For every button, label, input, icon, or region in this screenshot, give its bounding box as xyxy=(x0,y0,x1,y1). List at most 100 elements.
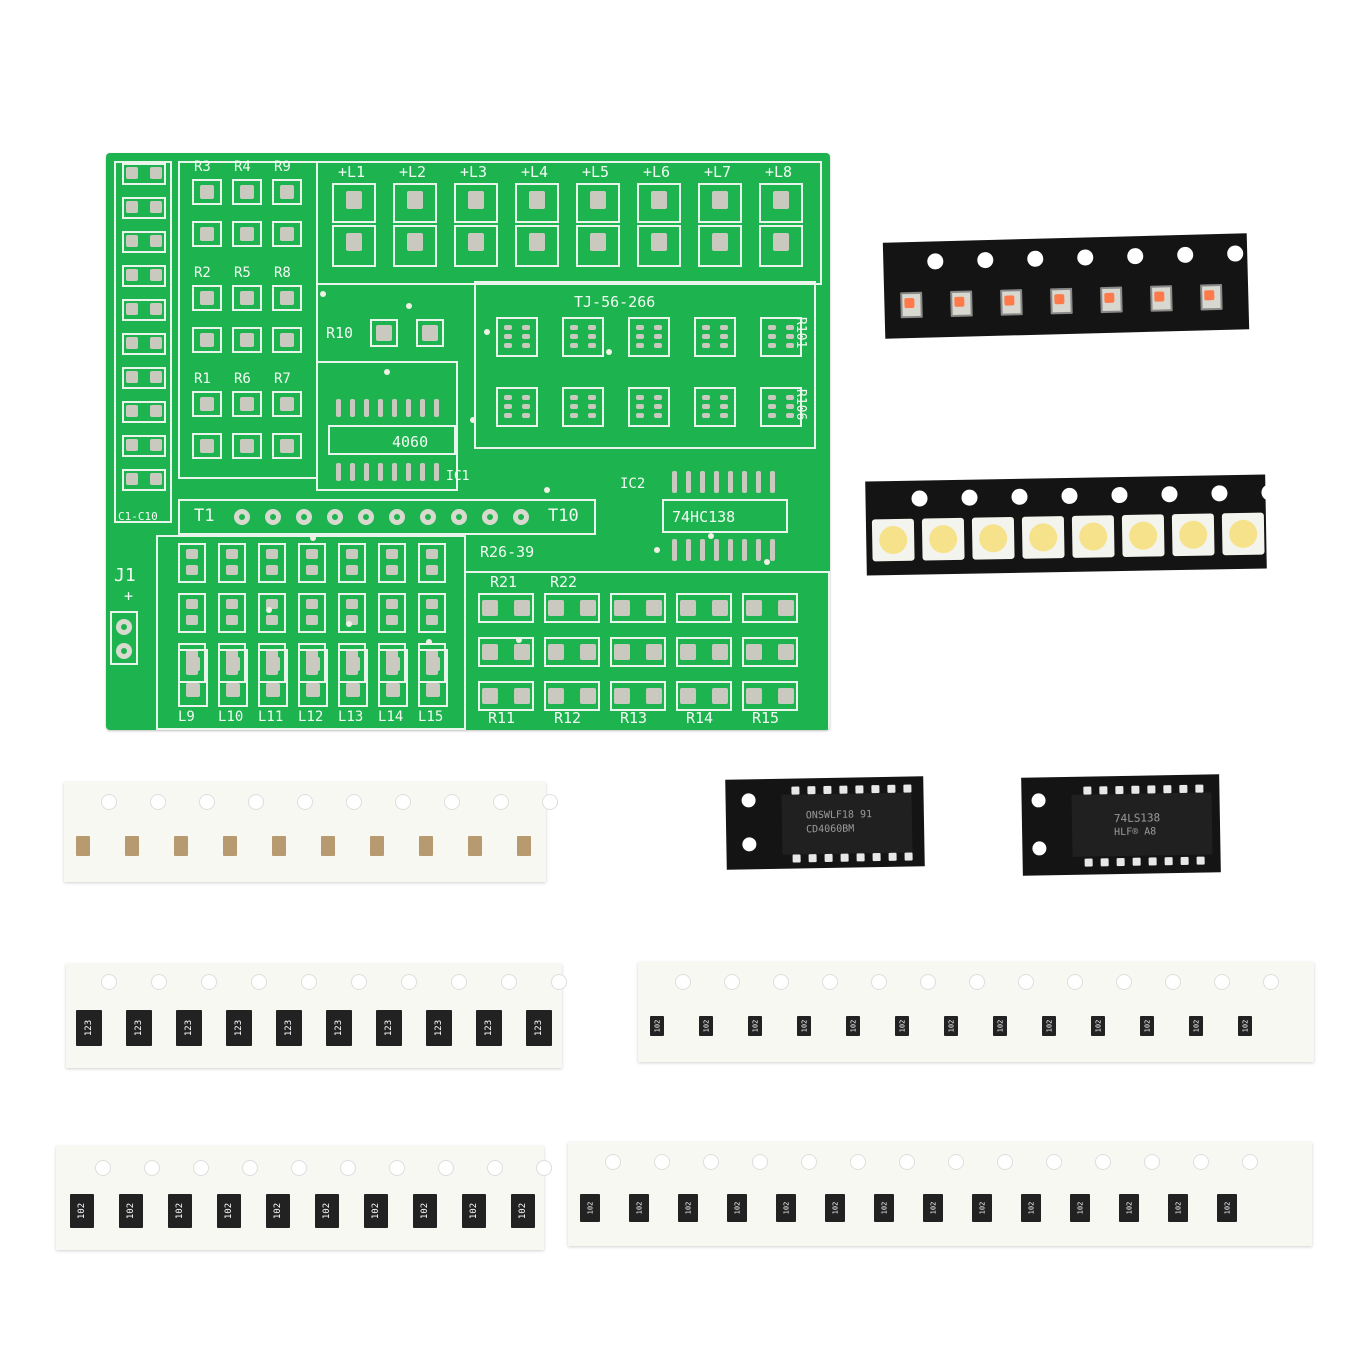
sproc xyxy=(1261,484,1278,501)
ic-74ls138-top-text: 74LS138 xyxy=(1113,811,1161,826)
smd-code: 102 xyxy=(76,1202,87,1220)
array-pad xyxy=(720,404,728,409)
ic-leg xyxy=(1099,786,1108,795)
smd-component: 102 xyxy=(825,1194,845,1222)
smd-component: 102 xyxy=(972,1194,992,1222)
array-pad xyxy=(654,325,662,330)
smd-component: 102 xyxy=(364,1194,388,1228)
br-resistor-frame xyxy=(742,681,798,711)
array-pad xyxy=(588,334,596,339)
small-led-die xyxy=(1104,292,1115,303)
bottom-led-pad xyxy=(386,683,400,697)
grid-resistor-pad xyxy=(306,599,318,609)
sproc xyxy=(1111,486,1128,504)
bottom-led-label: L12 xyxy=(298,709,324,725)
ic1-pin xyxy=(406,463,411,481)
cap-pad xyxy=(126,473,138,485)
smd-code: 102 xyxy=(635,1201,643,1215)
smd-code: 102 xyxy=(733,1201,741,1215)
array-frame xyxy=(694,387,736,427)
array-pad xyxy=(786,343,794,348)
t-hole xyxy=(234,509,250,525)
bottom-led-frame xyxy=(298,649,328,707)
sproc xyxy=(821,974,838,990)
smd-component: 102 xyxy=(1042,1016,1056,1036)
grid-resistor-pad xyxy=(226,549,238,559)
grid-resistor-pad xyxy=(186,615,198,625)
top-led-pad xyxy=(468,233,484,251)
smd-component xyxy=(321,836,335,856)
array-pad xyxy=(522,343,530,348)
ic1-pin xyxy=(420,399,425,417)
ic-leg xyxy=(903,784,912,793)
array-pad xyxy=(702,325,710,330)
grid-resistor-pad xyxy=(386,649,398,659)
ic-leg xyxy=(1083,786,1092,795)
br-resistor-pad xyxy=(514,688,530,704)
via xyxy=(470,417,476,423)
br-resistor-pad xyxy=(614,644,630,660)
bottom-resistor-label: R15 xyxy=(752,709,780,727)
sproc xyxy=(1115,974,1132,990)
cap-frame xyxy=(122,265,166,287)
grid-resistor-pad xyxy=(266,599,278,609)
sproc xyxy=(251,974,267,990)
smd-code: 123 xyxy=(183,1019,194,1037)
ic2-pin xyxy=(742,539,747,561)
sproc xyxy=(100,794,117,810)
smd-code: 102 xyxy=(223,1202,234,1220)
top-led-frame-upper xyxy=(515,183,559,223)
top-led-label: +L1 xyxy=(338,163,366,181)
grid-resistor-pad xyxy=(346,565,358,575)
smd-component: 102 xyxy=(1070,1194,1090,1222)
ic-leg xyxy=(1179,784,1188,793)
ic2-pin xyxy=(756,471,761,493)
left-resistor-label: R6 xyxy=(234,371,251,387)
left-resistor-frame xyxy=(272,327,302,353)
sproc xyxy=(702,1154,719,1170)
via xyxy=(266,607,272,613)
left-resistor-frame xyxy=(232,327,262,353)
top-led-label: +L6 xyxy=(643,163,671,181)
smd-component xyxy=(272,836,286,856)
led-tape-large xyxy=(865,474,1278,576)
sproc xyxy=(192,1160,209,1176)
t-hole xyxy=(451,509,467,525)
bottom-led-pad xyxy=(226,657,240,671)
silk-array-frame xyxy=(474,281,816,449)
smd-code: 102 xyxy=(751,1019,759,1033)
top-led-label: +L4 xyxy=(521,163,549,181)
br-resistor-pad xyxy=(778,688,794,704)
cap-pad xyxy=(150,473,162,485)
smd-component: 123 xyxy=(376,1010,402,1046)
sproc xyxy=(849,1154,866,1170)
smd-component: 123 xyxy=(476,1010,502,1046)
grid-resistor-pad xyxy=(386,615,398,625)
grid-resistor-pad xyxy=(346,549,358,559)
array-pad xyxy=(654,395,662,400)
small-led-die xyxy=(1054,294,1065,305)
bottom-led-pad xyxy=(346,657,360,671)
ic2-pin xyxy=(672,471,677,493)
smd-code: 102 xyxy=(517,1202,528,1220)
grid-resistor-pad xyxy=(426,549,438,559)
ic-cd4060-top-text: ONSWLF18 91 xyxy=(805,809,873,822)
cap-pad xyxy=(150,439,162,451)
silk-led-frame xyxy=(316,161,822,285)
bottom-led-frame xyxy=(418,649,448,707)
smd-component xyxy=(223,836,237,856)
t-hole xyxy=(358,509,374,525)
sproc xyxy=(1045,1154,1062,1170)
top-led-pad xyxy=(590,233,606,251)
ic1-pin xyxy=(420,463,425,481)
ic2-outline xyxy=(662,499,788,533)
smd-component: 102 xyxy=(1021,1194,1041,1222)
top-led-pad xyxy=(529,191,545,209)
j1-label: J1 xyxy=(114,565,136,586)
cap-pad xyxy=(150,269,162,281)
top-led-pad xyxy=(773,233,789,251)
smd-component: 102 xyxy=(1168,1194,1188,1222)
ic-leg xyxy=(823,785,832,795)
sproc xyxy=(201,974,217,990)
